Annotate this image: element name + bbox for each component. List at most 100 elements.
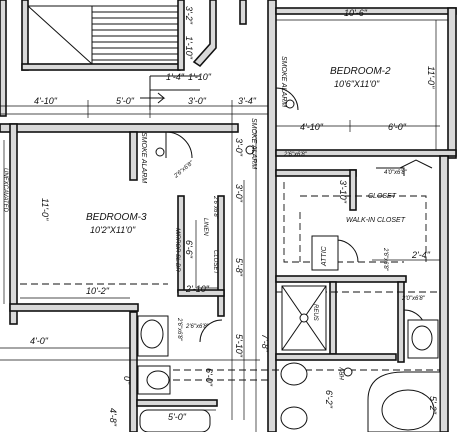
dim-3-2: 3'-2"	[184, 6, 194, 25]
door-arc-bath2	[199, 319, 223, 343]
bedroom3-name: BEDROOM-3	[86, 212, 147, 223]
bedroom2-name: BEDROOM-2	[330, 66, 391, 77]
dim-11-0-right: 11'-0"	[426, 66, 436, 89]
dim-3-0-v2: 3'-0"	[234, 184, 244, 203]
wall-stair-bottom	[21, 63, 181, 71]
door-tag-7: 2'6"x6'8"	[185, 324, 210, 330]
dashed-walkin-outline	[283, 182, 404, 263]
dim-5-10: 5'-10"	[234, 334, 244, 358]
wall-bed3-top	[0, 123, 239, 133]
toilet-right-icon	[411, 325, 433, 351]
sink-left-icon	[140, 319, 164, 349]
unexcavated-note: UNEXCAVATED	[2, 168, 8, 213]
fixtures	[137, 99, 441, 432]
dim-1-4: 1'-4"	[166, 72, 185, 82]
closet-vertical-label: CLOSET	[212, 250, 218, 275]
notes: SMOKE ALARM SMOKE ALARM SMOKE ALARM REUS…	[2, 56, 346, 380]
dim-10-2: 10'-2"	[86, 286, 110, 296]
wall-bath-div	[397, 281, 405, 363]
dim-bed2-width: 10'-6"	[344, 8, 368, 18]
door-tag-1: 2'6"x6'8"	[283, 152, 308, 158]
door-tag-2: 4'0"x6'8"	[384, 170, 408, 176]
room-labels: BEDROOM-2 10'6"X11'0" BEDROOM-3 10'2"X11…	[86, 66, 406, 275]
wall-bath-left	[129, 311, 138, 432]
wall-closet-bottom	[177, 289, 225, 297]
shower-drain-icon	[299, 313, 309, 323]
hrv-note: HRV	[340, 366, 346, 380]
wall-left-upper	[0, 0, 7, 117]
dim-7-8: 7'-8"	[260, 334, 270, 353]
mirror-closet-label: MIRROR SL.DR	[174, 228, 180, 272]
door-tag-8: 2'6"x6'8"	[176, 317, 182, 342]
wall-center-top	[239, 0, 247, 25]
wall-bed3-bottom	[9, 303, 139, 312]
door-arc-bed2	[275, 87, 299, 111]
stair-direction-arrow	[140, 92, 166, 104]
door-arc-closet	[335, 239, 359, 263]
dim-4-8: 4'-8"	[108, 408, 118, 427]
corner-tub-basin	[381, 389, 435, 431]
dim-2-4: 2'-4"	[411, 250, 431, 260]
dim-4-0: 4'-0"	[30, 336, 49, 346]
bathtub-left-icon	[139, 409, 211, 432]
closet-bifold	[376, 167, 405, 176]
reus-note: REUS	[312, 304, 318, 321]
wall-stair-left	[21, 0, 29, 71]
door-tag-4: 2'6"x6'8"	[212, 195, 218, 220]
dim-6-6: 6'-6"	[184, 240, 194, 259]
door-tag-6: 2'0"x6'8"	[401, 296, 426, 302]
wall-center-spine	[267, 0, 277, 432]
smoke-alarm-icon-bed2	[285, 99, 295, 109]
bedroom2-size: 10'6"X11'0"	[334, 79, 380, 89]
dim-6-0: 6'-0"	[388, 122, 407, 132]
dim-5-0-b: 5'-0"	[168, 412, 187, 422]
dim-0: 0"	[122, 376, 132, 385]
walls	[0, 0, 457, 432]
wall-closet-div	[349, 169, 357, 211]
attic-label: ATTIC	[321, 245, 328, 267]
walk-in-closet-label: WALK-IN CLOSET	[346, 217, 406, 224]
door-tag-3: 2'6"x6'8"	[173, 160, 196, 181]
wall-bath-top	[275, 275, 407, 283]
hrv-icon	[343, 367, 353, 377]
dim-5-2: 5'-2"	[428, 396, 438, 415]
closet-bifold-2	[399, 159, 433, 169]
wall-shower-right	[329, 281, 337, 355]
closet-label: CLOSET	[368, 193, 397, 200]
dim-6-0-b: 6'-0"	[204, 368, 214, 387]
dim-3-4: 3'-4"	[238, 96, 257, 106]
wall-bed2-right	[447, 7, 457, 159]
wall-angled-top	[192, 0, 217, 68]
wall-bath-bottom	[275, 353, 397, 361]
wall-bed2-bottom	[275, 149, 457, 157]
smoke-alarm-icon-bed3	[155, 147, 165, 157]
wall-closet-top	[275, 169, 357, 177]
dim-3-0-v: 3'-0"	[234, 138, 244, 157]
wall-stair-right	[177, 0, 185, 71]
dimension-lines	[0, 16, 449, 432]
bedroom3-size: 10'2"X11'0"	[90, 225, 136, 235]
dim-6-2: 6'-2"	[324, 390, 334, 409]
smoke-alarm-note-bed3: SMOKE ALARM	[140, 132, 147, 183]
sink-right-2-icon	[280, 406, 308, 430]
door-tag-5: 2'6"x6'8"	[382, 247, 388, 272]
wall-bath-mid	[136, 399, 218, 407]
toilet-icon	[146, 370, 170, 390]
dim-11-0-left: 11'-0"	[40, 198, 50, 221]
smoke-alarm-note-bed2: SMOKE ALARM	[280, 56, 287, 107]
dim-5-8: 5'-8"	[234, 258, 244, 277]
dashed-closet-shelf	[300, 195, 427, 262]
dim-1-10-top: 1'-10"	[184, 36, 194, 60]
stair-treads	[27, 5, 178, 65]
door-swings	[165, 87, 433, 343]
sink-right-icon	[280, 362, 308, 386]
smoke-alarm-icon-hall	[245, 145, 255, 155]
wall-bed3-right-upper	[129, 131, 138, 181]
linen-label: LINEN	[202, 218, 208, 236]
wall-linen-right	[217, 195, 225, 317]
dim-2-10: 2'-10"	[185, 284, 210, 294]
wall-bed3-left	[9, 123, 18, 325]
dim-4-10-left: 4'-10"	[34, 96, 58, 106]
dim-4-10-mid: 4'-10"	[300, 122, 324, 132]
